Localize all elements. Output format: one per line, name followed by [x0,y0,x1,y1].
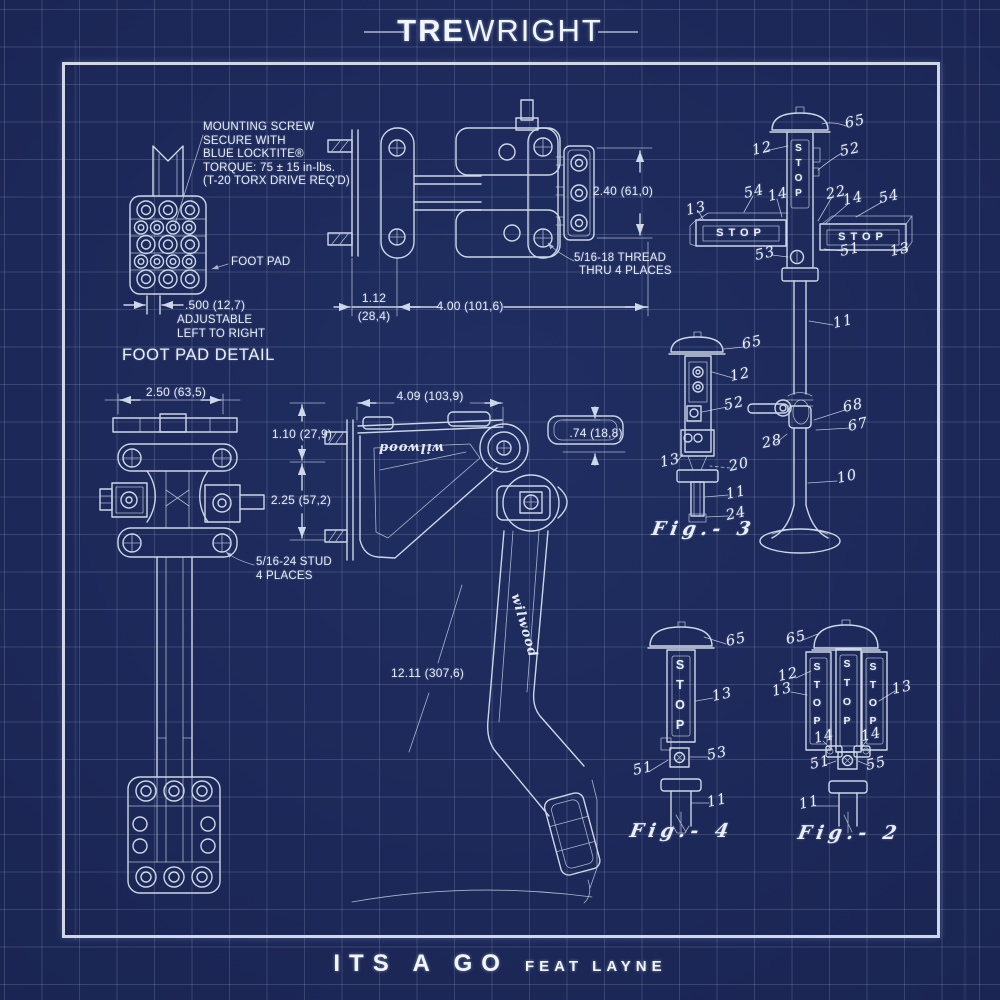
logo-right-dash [598,31,638,33]
stop-sign-fig2-left-text: STOP [811,661,823,733]
thread-note-line2: THRU 4 PLACES [579,265,672,277]
adjust-note-line2: LEFT TO RIGHT [177,328,266,340]
stud-note-line2: 4 PLACES [256,570,313,582]
foot-pad-detail-caption: FOOT PAD DETAIL [122,346,275,364]
device3-drawing [668,331,726,523]
reference-leader-lines [649,122,907,807]
album-title-row: ITS A GO FEAT LAYNE [0,950,1000,978]
blueprint-frame [62,62,940,938]
stop-sign-fig2-center-text: STOP [841,658,853,734]
stop-sign-fig2-right-text: STOP [867,661,879,733]
foot-pad-label: FOOT PAD [231,256,291,268]
stop-sign-left-arm-text: STOP [716,227,766,239]
front-dim-lower: 2.25 (57,2) [270,493,332,507]
adjust-dim: .500 (12,7) [185,298,246,312]
artist-logo-light: WRIGHT [465,13,603,48]
mounting-note-line: TORQUE: 75 ± 15 in-lbs. [203,161,336,174]
fig2-drawing [805,619,888,834]
stop-sign-right-arm-text: STOP [838,231,888,243]
dim-offset-line1: 1.12 [361,291,387,305]
album-feature: FEAT LAYNE [524,958,667,975]
mounting-note-line: BLUE LOCKTITE® [203,148,304,160]
logo-left-dash [364,31,404,33]
side-dim-length: 12.11 (307,6) [391,666,465,680]
artist-logo: TREWRIGHT [0,14,1000,48]
paper-crease [74,40,77,940]
wilwood-logo-bracket: wilwood [378,440,444,455]
front-dim-upper: 1.10 (27,9) [271,427,333,441]
mounting-note-line: SECURE WITH [203,134,286,147]
dim-offset-line2: (28,4) [357,309,391,323]
front-dim-width: 2.50 (63,5) [145,385,207,399]
album-title: ITS A GO [333,950,509,977]
stop-sign-post-text: STOP [793,143,804,203]
artist-logo-bold: TRE [397,13,466,48]
top-assembly-drawing [327,99,653,317]
thread-note-line1: 5/16-18 THREAD [574,252,667,264]
cross-figure-drawing [689,106,913,554]
paper-crease [963,0,967,1000]
adjust-note-line1: ADJUSTABLE [177,314,253,326]
dim-width-label: 4.00 (101,6) [436,299,504,313]
foot-pad-detail-drawing [123,134,229,315]
pedal-side-view-drawing [324,398,626,904]
side-dim-drop: .74 (18,8) [569,426,623,440]
stud-note-line1: 5/16-24 STUD [256,556,332,568]
dim-height-label: 2.40 (61,0) [592,184,654,198]
stop-sign-fig4-text: STOP [673,658,687,738]
front-view-drawing [99,393,326,894]
fig4-label: Fig.- 4 [628,820,736,842]
mounting-note-line: MOUNTING SCREW [203,121,315,133]
mounting-note-line: (T-20 TORX DRIVE REQ'D) [203,175,350,187]
mounting-note: MOUNTING SCREW SECURE WITH BLUE LOCKTITE… [203,121,350,189]
fig2-label: Fig.- 2 [796,822,904,844]
fig3-label: Fig.- 3 [650,518,758,540]
fig4-drawing [647,621,715,834]
side-dim-width: 4.09 (103,9) [396,389,464,403]
